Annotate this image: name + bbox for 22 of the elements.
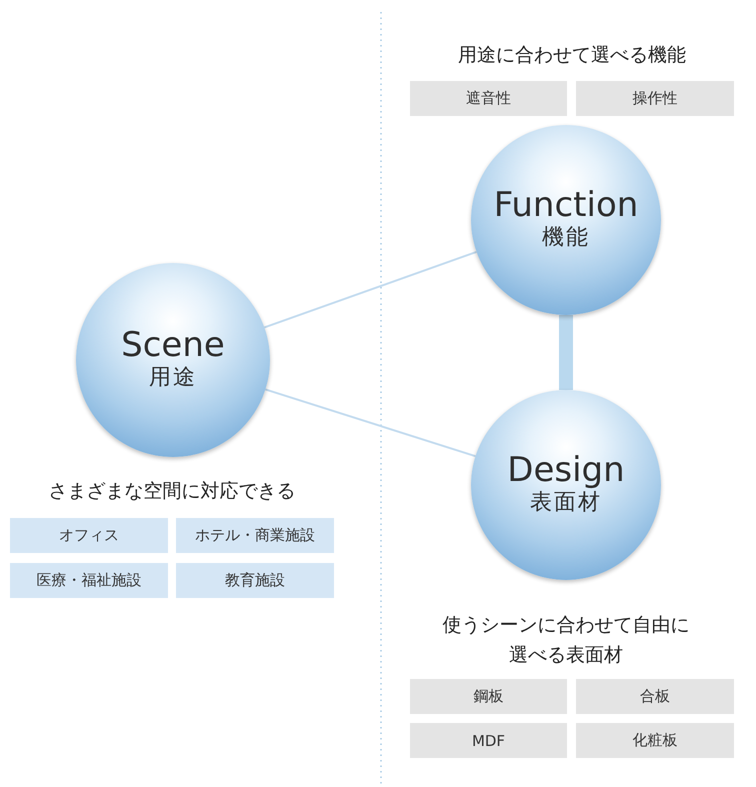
use-case-tag: ホテル・商業施設 — [176, 518, 334, 553]
feature-tag: 化粧板 — [576, 723, 734, 758]
node-subtitle: 用途 — [149, 364, 197, 392]
connector-line — [264, 250, 477, 328]
feature-tag: 合板 — [576, 679, 734, 714]
use-case-tag: オフィス — [10, 518, 168, 553]
heading: 用途に合わせて選べる機能 — [457, 43, 687, 68]
feature-tag: MDF — [410, 723, 567, 758]
heading: さまざまな空間に対応できる — [48, 479, 296, 504]
feature-tag: 操作性 — [576, 81, 734, 116]
feature-tag: 遮音性 — [410, 81, 567, 116]
connector-line — [265, 388, 476, 458]
connector-bar — [559, 315, 573, 390]
node-title: Function — [494, 187, 638, 224]
node-title: Design — [507, 452, 625, 490]
heading: 使うシーンに合わせて自由に選べる表面材 — [442, 613, 690, 668]
node-subtitle: 機能 — [542, 224, 590, 252]
node-title: Scene — [121, 327, 225, 364]
use-case-tag: 教育施設 — [176, 563, 334, 598]
node-subtitle: 表面材 — [530, 489, 602, 518]
feature-tag: 鋼板 — [410, 679, 567, 714]
use-case-tag: 医療・福祉施設 — [10, 563, 168, 598]
